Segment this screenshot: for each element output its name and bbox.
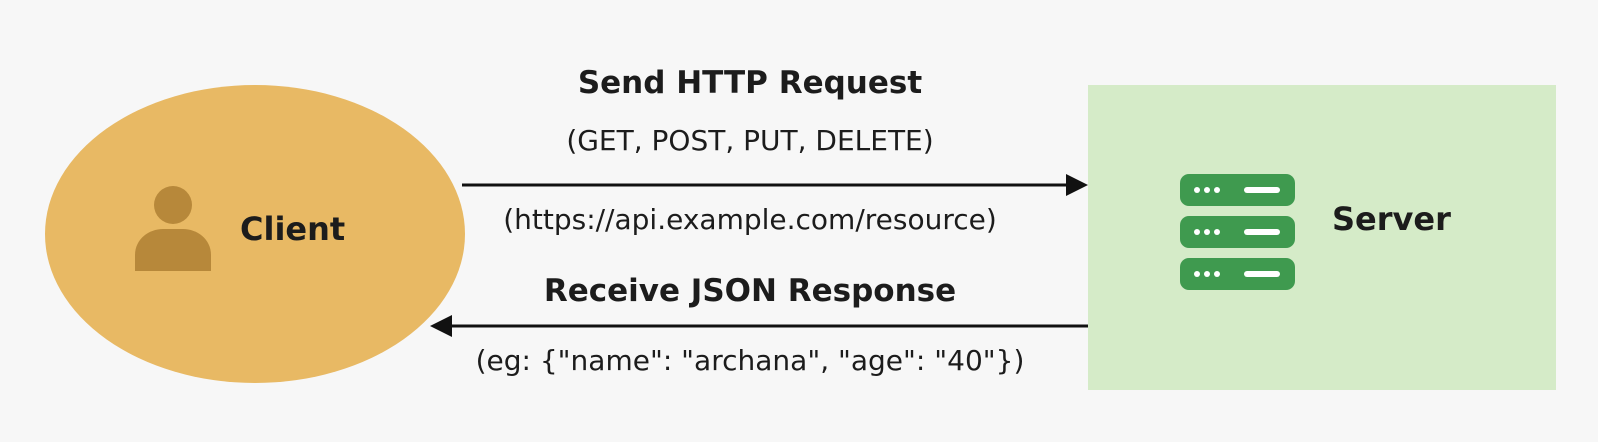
server-label: Server [1332, 200, 1451, 238]
response-arrow [430, 315, 1088, 337]
server-node [1088, 85, 1556, 390]
response-title: Receive JSON Response [543, 273, 957, 309]
server-stack-icon [1180, 174, 1295, 290]
request-title: Send HTTP Request [577, 65, 923, 101]
response-example: (eg: {"name": "archana", "age": "40"}) [475, 344, 1025, 377]
client-label: Client [240, 210, 346, 248]
request-url: (https://api.example.com/resource) [503, 203, 997, 236]
request-arrow [462, 174, 1088, 196]
request-methods: (GET, POST, PUT, DELETE) [566, 124, 934, 157]
client-node [45, 85, 465, 383]
user-icon [135, 186, 211, 271]
